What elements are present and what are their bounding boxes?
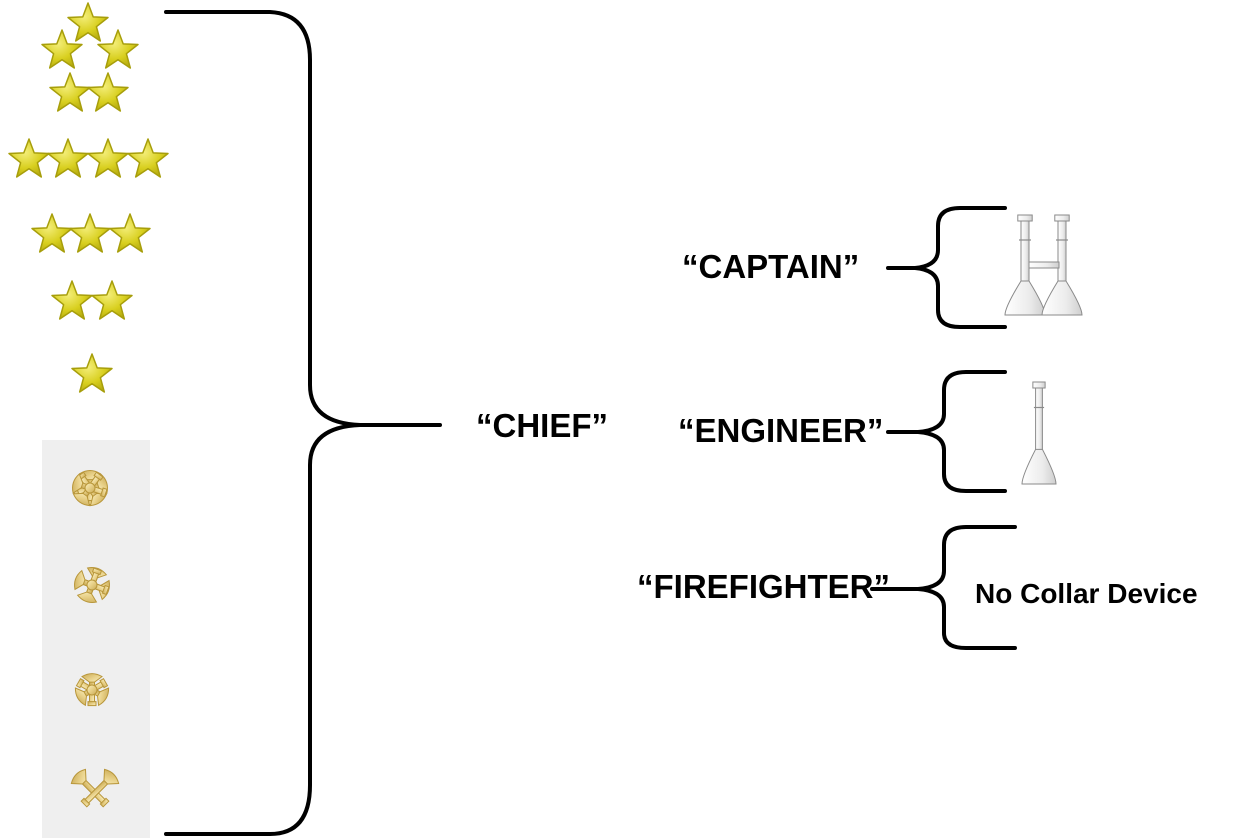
engineer-label: “ENGINEER” bbox=[678, 412, 883, 449]
gold-star-icon bbox=[49, 72, 91, 112]
three-star-row-icon bbox=[31, 213, 151, 253]
gold-star-icon bbox=[41, 29, 83, 69]
captain-label: “CAPTAIN” bbox=[682, 248, 859, 285]
firefighter-brace bbox=[870, 525, 1017, 650]
captain-two-bugles-icon bbox=[1004, 214, 1083, 316]
one-star-icon bbox=[71, 353, 113, 393]
engineer-single-bugle-icon bbox=[1021, 381, 1057, 485]
gold-star-icon bbox=[8, 138, 50, 178]
gold-star-icon bbox=[127, 138, 169, 178]
gold-star-icon bbox=[87, 138, 129, 178]
chief-star-insignia-column bbox=[8, 2, 169, 393]
firefighter-label: “FIREFIGHTER” bbox=[637, 568, 890, 605]
four-crossed-bugles-icon bbox=[74, 567, 110, 603]
gold-star-icon bbox=[91, 280, 133, 320]
two-star-row-icon bbox=[51, 280, 133, 320]
captain-brace bbox=[886, 206, 1007, 329]
chief-bugle-insignia-column bbox=[70, 470, 120, 808]
chief-label: “CHIEF” bbox=[476, 407, 608, 444]
gold-star-icon bbox=[97, 29, 139, 69]
two-crossed-bugles-icon bbox=[70, 768, 120, 808]
gold-star-icon bbox=[71, 353, 113, 393]
chief-brace bbox=[164, 10, 442, 836]
gold-star-icon bbox=[31, 213, 73, 253]
five-star-pentagon-icon bbox=[41, 2, 139, 112]
engineer-brace bbox=[886, 370, 1007, 493]
five-crossed-bugles-icon bbox=[72, 470, 108, 507]
gold-star-icon bbox=[109, 213, 151, 253]
gold-star-icon bbox=[67, 2, 109, 42]
gold-star-icon bbox=[69, 213, 111, 253]
four-star-row-icon bbox=[8, 138, 169, 178]
gold-star-icon bbox=[87, 72, 129, 112]
bugle-insignia-panel bbox=[42, 440, 150, 838]
three-crossed-bugles-icon bbox=[74, 673, 110, 707]
no-collar-device-label: No Collar Device bbox=[975, 578, 1198, 609]
gold-star-icon bbox=[47, 138, 89, 178]
gold-star-icon bbox=[51, 280, 93, 320]
